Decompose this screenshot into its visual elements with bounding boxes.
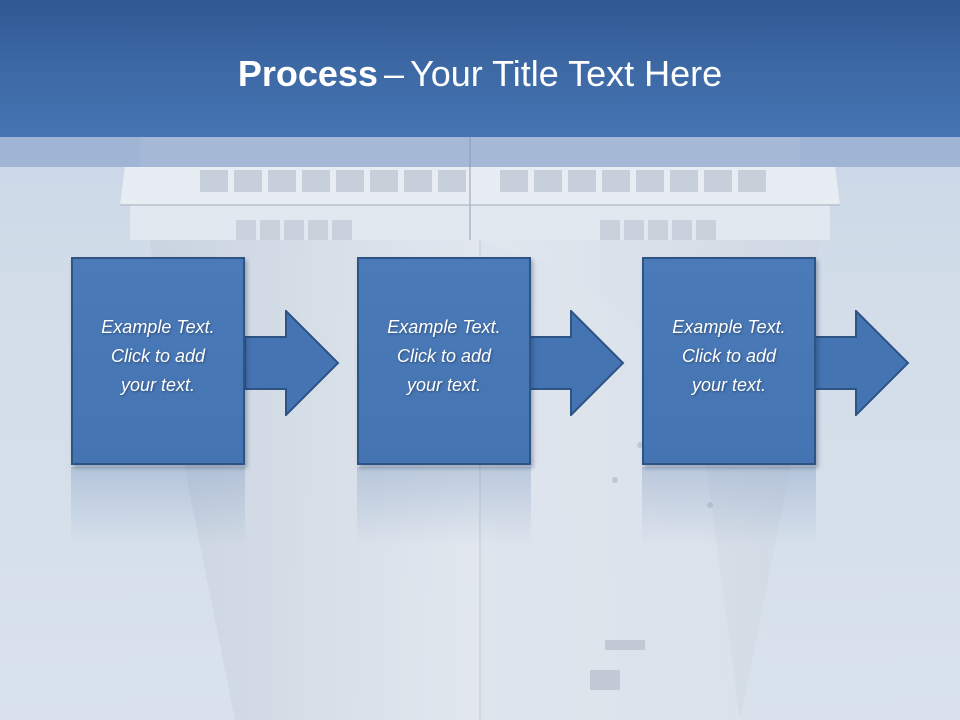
step-box <box>642 257 816 465</box>
right-arrow-icon <box>814 310 910 416</box>
right-arrow-icon <box>529 310 625 416</box>
title-bar-band <box>0 137 960 167</box>
title-bold: Process <box>237 53 378 94</box>
step-2-reflection <box>357 467 531 547</box>
title-text: Your Title Text Here <box>409 53 723 94</box>
step-3-reflection <box>642 467 816 547</box>
process-step-3[interactable]: Example Text. Click to add your text. <box>642 257 816 465</box>
process-step-2[interactable]: Example Text. Click to add your text. <box>357 257 531 465</box>
step-text[interactable]: Example Text. Click to add your text. <box>101 317 215 395</box>
title-bar <box>0 0 960 137</box>
step-text[interactable]: Example Text. Click to add your text. <box>387 317 501 395</box>
step-text[interactable]: Example Text. Click to add your text. <box>672 317 786 395</box>
process-step-1[interactable]: Example Text. Click to add your text. <box>71 257 245 465</box>
right-arrow-icon <box>244 310 340 416</box>
title-separator: – <box>383 53 404 94</box>
step-1-reflection <box>71 467 245 547</box>
step-box <box>357 257 531 465</box>
step-box <box>71 257 245 465</box>
slide-title[interactable]: Process–Your Title Text Here <box>0 52 960 96</box>
